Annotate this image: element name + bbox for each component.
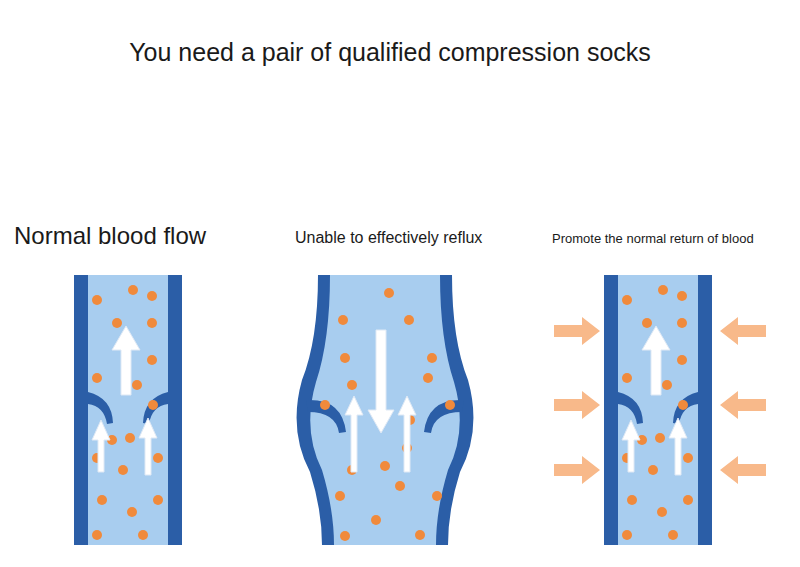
panel-heading: Normal blood flow (14, 222, 206, 250)
diagram-title: You need a pair of qualified compression… (129, 38, 651, 67)
panel-heading: Promote the normal return of blood (552, 231, 754, 246)
panel-heading: Unable to effectively reflux (295, 229, 482, 247)
